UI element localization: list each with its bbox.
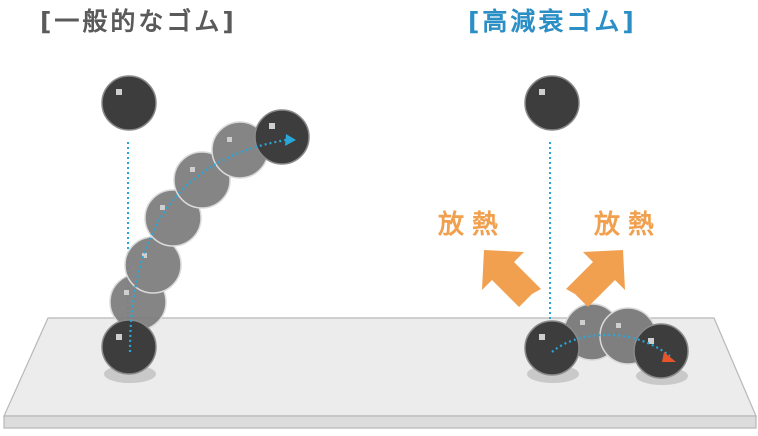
ball-start-left [101,75,157,131]
ghost-ball [173,151,231,209]
rebound-arrowhead-left [285,134,296,146]
heat-arrow-left [482,250,541,307]
ball-impact-left [101,319,157,375]
heat-arrow-right [566,250,625,307]
ball-impact-right [524,320,580,376]
title-normal-rubber: [一般的なゴム] [40,7,237,36]
high-damping-rubber-group [482,75,689,385]
roll-path-right [551,333,671,357]
heat-release-label-left: 放熱 [438,210,507,240]
ball-rebound-left [254,109,310,165]
rebound-path-left [128,138,287,353]
title-high-damping-rubber: [高減衰ゴム] [468,7,637,36]
normal-rubber-group [101,75,310,383]
roll-arrowhead-right [662,352,676,362]
heat-release-label-right: 放熱 [594,210,663,240]
ball-start-right [524,75,580,131]
